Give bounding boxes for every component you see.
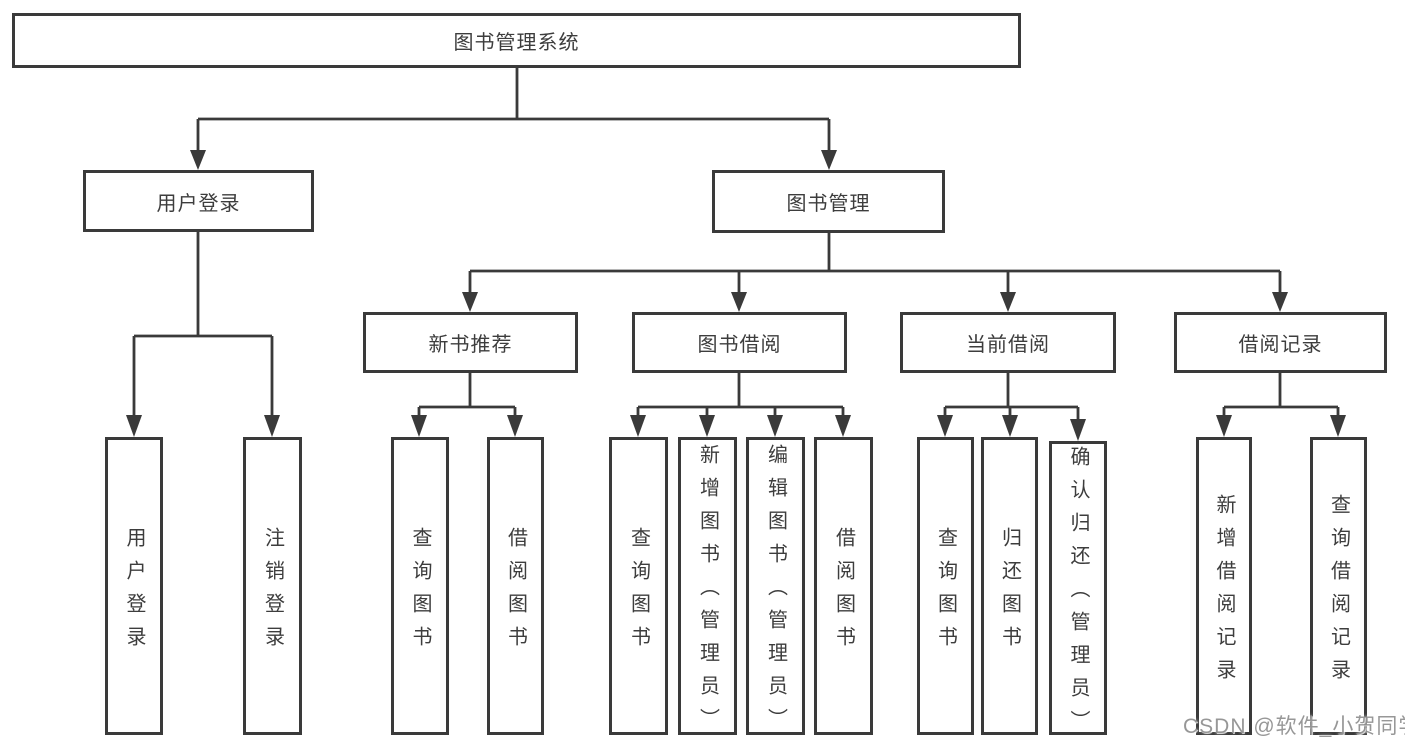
arrowhead-down (1070, 419, 1086, 441)
leaf-borrow-books: 借阅图书 (487, 437, 544, 735)
watermark: CSDN @软件_小贺同学 (1183, 715, 1405, 738)
arrowhead-down (821, 150, 837, 170)
arrowhead-down (507, 415, 523, 437)
arrowhead-down (630, 415, 646, 437)
arrowhead-down (1002, 415, 1018, 437)
arrowhead-down (835, 415, 851, 437)
leaf-return-books: 归还图书 (981, 437, 1038, 735)
leaf-label: 借阅图书 (832, 526, 855, 659)
arrowhead-down (264, 415, 280, 437)
arrowhead-down (126, 415, 142, 437)
arrowhead-down (767, 415, 783, 437)
leaf-label: 归还图书 (998, 526, 1021, 659)
arrowhead-down (731, 292, 747, 312)
leaf-query-books: 查询图书 (609, 437, 668, 735)
arrowhead-down (1330, 415, 1346, 437)
leaf-label: 编辑图书（管理员） (764, 444, 787, 741)
arrowhead-down (1216, 415, 1232, 437)
leaf-label: 注销登录 (261, 526, 284, 659)
leaf-label: 查询图书 (934, 526, 957, 659)
node-book-borrowing: 图书借阅 (632, 312, 847, 373)
leaf-add-borrow-record: 新增借阅记录 (1196, 437, 1252, 735)
leaf-label: 确认归还（管理员） (1067, 446, 1089, 743)
arrowhead-down (1272, 292, 1288, 312)
leaf-query-books: 查询图书 (391, 437, 449, 735)
leaf-label: 新增图书（管理员） (696, 444, 719, 741)
leaf-label: 新增借阅记录 (1213, 493, 1235, 692)
leaf-label: 用户登录 (123, 526, 145, 659)
node-borrowing-records: 借阅记录 (1174, 312, 1387, 373)
arrowhead-down (699, 415, 715, 437)
node-library-management-system: 图书管理系统 (12, 13, 1021, 68)
node-book-management: 图书管理 (712, 170, 945, 233)
arrowhead-down (190, 150, 206, 170)
leaf-user-login: 用户登录 (105, 437, 163, 735)
node-user-login: 用户登录 (83, 170, 314, 232)
arrowhead-down (1000, 292, 1016, 312)
leaf-label: 查询借阅记录 (1327, 493, 1350, 692)
leaf-borrow-books: 借阅图书 (814, 437, 873, 735)
leaf-query-borrow-record: 查询借阅记录 (1310, 437, 1367, 735)
leaf-label: 借阅图书 (504, 526, 527, 659)
arrowhead-down (937, 415, 953, 437)
leaf-edit-books-admin: 编辑图书（管理员） (746, 437, 805, 741)
arrowhead-down (411, 415, 427, 437)
leaf-add-books-admin: 新增图书（管理员） (678, 437, 737, 741)
node-new-book-recommendation: 新书推荐 (363, 312, 578, 373)
leaf-logout: 注销登录 (243, 437, 302, 735)
arrowhead-down (462, 292, 478, 312)
leaf-label: 查询图书 (409, 526, 431, 659)
leaf-confirm-return-admin: 确认归还（管理员） (1049, 441, 1107, 743)
leaf-label: 查询图书 (627, 526, 650, 659)
node-current-borrowing: 当前借阅 (900, 312, 1116, 373)
leaf-query-books: 查询图书 (917, 437, 974, 735)
